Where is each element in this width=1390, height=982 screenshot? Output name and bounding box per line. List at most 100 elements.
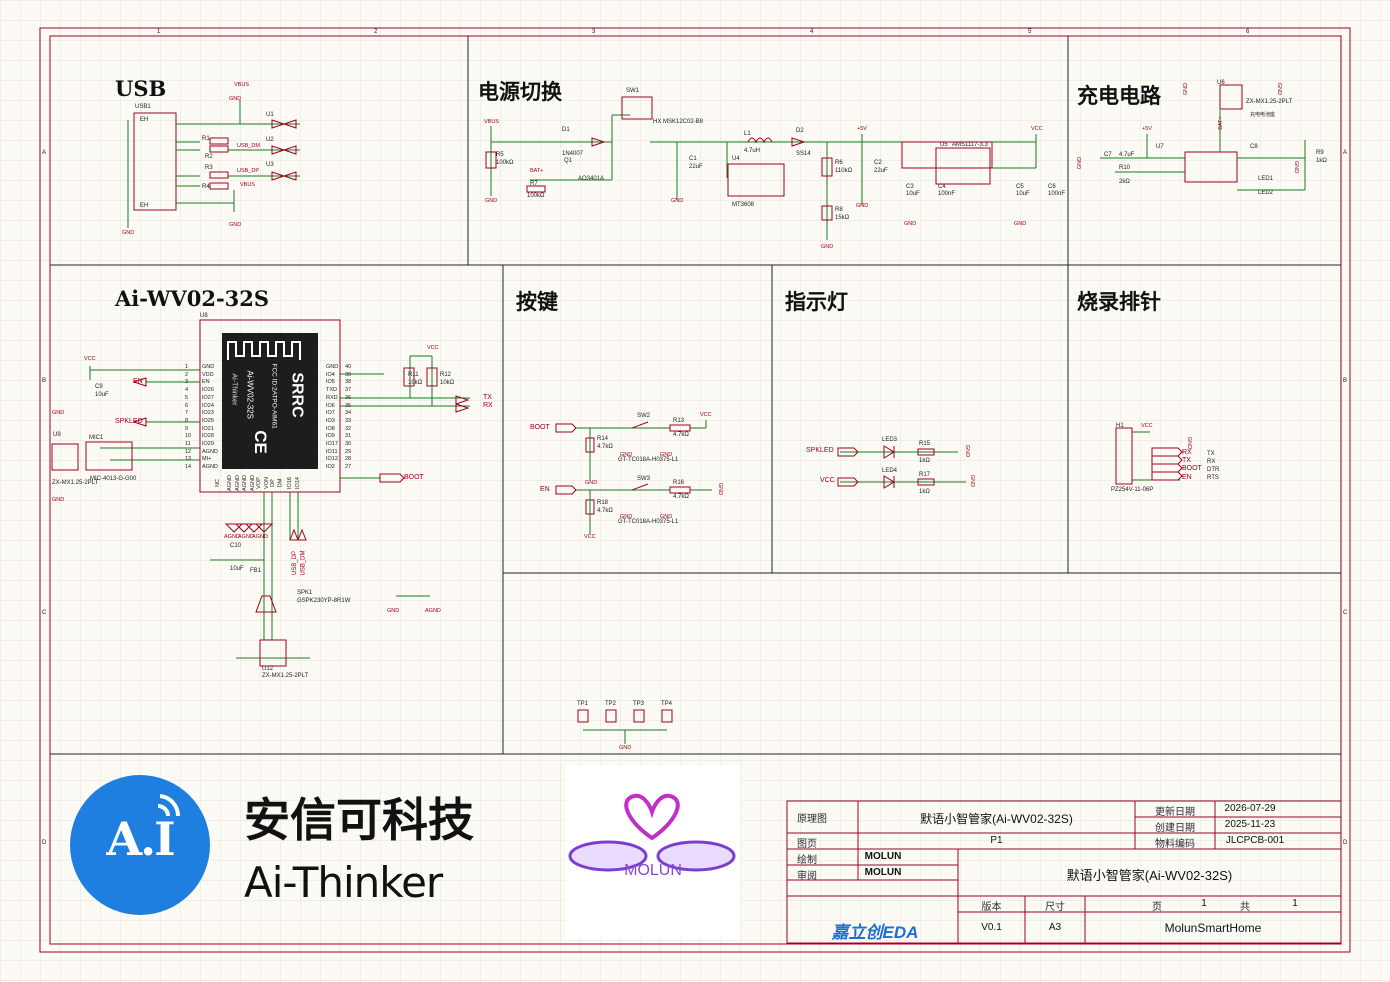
module-right-pin-name: IO11 xyxy=(326,448,338,455)
power-c3-val: 10uF xyxy=(906,191,920,197)
tb-version-label: 版本 xyxy=(981,902,1002,913)
usb-u2: U2 xyxy=(266,137,274,143)
grid-row-c: C xyxy=(42,610,47,616)
module-right-pin-num: 37 xyxy=(345,387,352,394)
tb-create-date-label: 创建日期 xyxy=(1155,823,1195,834)
power-q1-part: AO3401A xyxy=(578,176,605,182)
indicator-r17: R17 xyxy=(919,472,931,478)
tp2: TP2 xyxy=(605,701,617,707)
charge-u6: U6 xyxy=(1217,80,1225,86)
buttons-en: EN xyxy=(540,486,550,493)
module-right-pin-num: 34 xyxy=(345,410,352,417)
buttons-r14: R14 xyxy=(597,436,609,442)
buttons-gnd-1: GND xyxy=(585,480,598,486)
grid-col-1: 1 xyxy=(157,29,161,35)
tp1: TP1 xyxy=(577,701,589,707)
tb-update-date-label: 更新日期 xyxy=(1155,807,1195,818)
module-r12: R12 xyxy=(440,372,452,378)
buttons-parts xyxy=(555,421,691,515)
module-left-pin-name: IO27 xyxy=(202,394,214,401)
indicator-led4: LED4 xyxy=(882,468,898,474)
module-left-pin-name: AGND xyxy=(202,448,218,455)
module-left-pin-num: 8 xyxy=(185,417,189,424)
usb-gnd-2: GND xyxy=(229,222,242,228)
module-right-pin-num: 40 xyxy=(345,364,352,370)
power-gnd-3: GND xyxy=(821,244,834,250)
usb-vbus: VBUS xyxy=(234,82,249,88)
module-left-pin-name: IO28 xyxy=(202,433,214,440)
molun-heart-icon xyxy=(624,793,680,841)
module-right-pin-num: 28 xyxy=(345,456,352,463)
module-left-pin-name: AGND xyxy=(202,464,218,471)
power-gnd-1: GND xyxy=(485,198,498,204)
module-left-pin-name: IO25 xyxy=(202,417,214,424)
module-usb-dm: USB_DM xyxy=(300,550,307,576)
section-title-power: 电源切换 xyxy=(478,79,562,104)
usb-eh-top: EH xyxy=(140,117,149,123)
tb-review-label: 审阅 xyxy=(797,871,817,882)
indicator-spkled: SPKLED xyxy=(806,447,834,454)
buttons-r18-val: 4.7kΩ xyxy=(597,508,613,514)
header-gnd: GND xyxy=(1186,436,1193,450)
module-agnd-2: AGND xyxy=(238,534,254,540)
module-bottom-pin-name: AGND xyxy=(226,475,233,491)
module-left-pin-name: IO21 xyxy=(202,425,214,432)
section-title-indicator: 指示灯 xyxy=(785,289,848,314)
buttons-schematic xyxy=(575,420,712,534)
module-usb-dp: USB_DP xyxy=(292,550,299,576)
header-en: EN xyxy=(1182,474,1192,481)
header-part: PZ254V-11-06P xyxy=(1111,487,1154,493)
module-right-pin-name: GND xyxy=(326,364,339,370)
section-title-buttons: 按键 xyxy=(516,289,558,314)
buttons-gnd-6: GND xyxy=(717,482,724,496)
indicator-led3: LED3 xyxy=(882,437,898,443)
module-gnd-left: GND xyxy=(52,410,65,416)
power-vbus: VBUS xyxy=(484,119,499,125)
module-right-pin-name: RXD xyxy=(326,394,338,401)
indicator-parts xyxy=(837,445,935,489)
module-vcc: VCC xyxy=(84,356,96,362)
header-pin-rts: RTS xyxy=(1207,475,1219,481)
inner-border xyxy=(49,35,1342,945)
module-tx: TX xyxy=(483,394,492,401)
chip-mark-srrc: SRRC xyxy=(288,372,306,418)
power-vcc: VCC xyxy=(1031,126,1043,132)
tb-drawn-label: 绘制 xyxy=(797,855,817,866)
power-r7: R7 xyxy=(530,181,538,187)
module-left-pin-num: 14 xyxy=(185,464,192,471)
module-left-pin-name: MI+ xyxy=(202,456,212,463)
usb-gnd-top: GND xyxy=(229,96,242,102)
power-c2: C2 xyxy=(874,160,882,166)
module-right-pin-num: 27 xyxy=(345,464,352,471)
power-gnd-4: GND xyxy=(904,221,917,227)
power-sw1-part: HX MSK12C02-B8 xyxy=(653,119,704,125)
module-right-pin-name: IO5 xyxy=(326,379,335,386)
module-right-pin-num: 29 xyxy=(345,448,352,455)
buttons-vcc-2: VCC xyxy=(584,534,596,540)
module-vcc-right: VCC xyxy=(427,345,439,351)
usb-r4: R4 xyxy=(202,184,210,190)
module-right-pin-name: TXD xyxy=(326,387,337,394)
module-bottom-pin-name: DP xyxy=(269,479,276,487)
tb-update-date: 2026-07-29 xyxy=(1224,803,1276,814)
power-c4: C4 xyxy=(938,184,946,190)
module-chip-marks: Ai-Thinker Ai-WV02-32S FCC ID:2ATPO-AIM6… xyxy=(222,360,318,468)
module-boot: BOOT xyxy=(404,474,424,481)
module-r12-val: 10kΩ xyxy=(440,380,455,386)
module-right-pin-num: 33 xyxy=(345,417,352,424)
charge-c7-val: 4.7uF xyxy=(1119,152,1135,158)
usb-r1: R1 xyxy=(202,136,210,142)
grid-col-3: 3 xyxy=(592,29,596,35)
buttons-r18: R18 xyxy=(597,500,609,506)
usb-dp-net: USB_DP xyxy=(237,168,260,174)
tb-page-num: 1 xyxy=(1201,898,1207,909)
charge-led1: LED1 xyxy=(1258,176,1274,182)
power-c5: C5 xyxy=(1016,184,1024,190)
module-right-pin-name: IO8 xyxy=(326,425,335,432)
module-agnd-1: AGND xyxy=(224,534,240,540)
module-u9-part: ZX-MX1.25-2PLT xyxy=(52,480,99,486)
module-c10-val: 10uF xyxy=(230,566,244,572)
tb-drawn-value: MOLUN xyxy=(864,851,902,862)
module-left-pin-name: EN xyxy=(202,379,210,386)
charge-r10: R10 xyxy=(1119,165,1131,171)
